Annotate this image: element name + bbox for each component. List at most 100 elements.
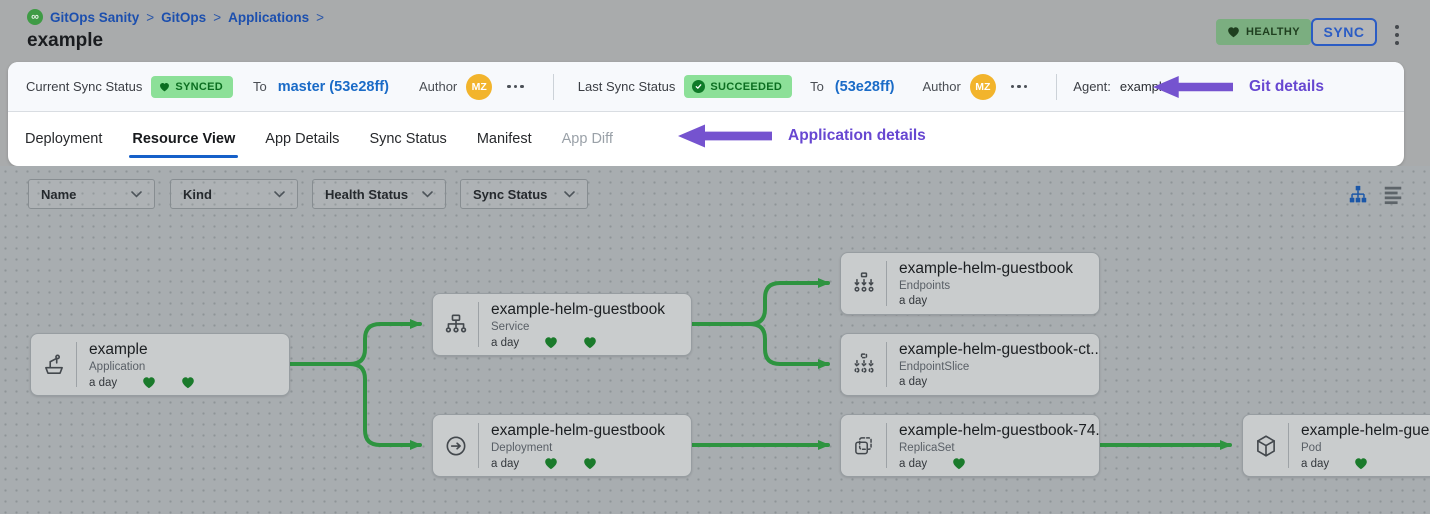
node-title: example [89, 341, 148, 358]
node-kind: Application [89, 361, 146, 373]
graph-node-pod[interactable]: example-helm-guest Pod a day [1242, 414, 1430, 477]
breadcrumb: ∞ GitOps Sanity > GitOps > Applications … [27, 9, 324, 25]
node-title: example-helm-guestbook [491, 422, 666, 439]
more-options-icon[interactable] [1393, 23, 1401, 47]
chevron-down-icon [274, 190, 285, 198]
divider [552, 73, 554, 100]
node-age: a day [491, 336, 520, 349]
health-heart-icon [1354, 457, 1368, 470]
app-tabs: Deployment Resource View App Details Syn… [8, 112, 1404, 165]
resource-tree-edges [288, 278, 1232, 450]
to-label: To [810, 79, 824, 94]
node-age: a day [899, 295, 928, 307]
filter-sync-status-dropdown[interactable]: Sync Status [460, 179, 588, 209]
service-icon [433, 294, 478, 355]
graph-node-endpointslice[interactable]: example-helm-guestbook-ct... EndpointSli… [840, 333, 1100, 396]
node-divider [1288, 423, 1289, 468]
synced-badge-label: SYNCED [175, 80, 223, 93]
tree-view-icon[interactable] [1347, 184, 1369, 206]
synced-badge: SYNCED [151, 75, 233, 98]
graph-node-replicaset[interactable]: example-helm-guestbook-74... ReplicaSet … [840, 414, 1100, 477]
git-details-annotation: Git details [1153, 74, 1324, 100]
node-divider [886, 342, 887, 387]
graph-node-deployment[interactable]: example-helm-guestbook Deployment a day [432, 414, 692, 477]
to-label: To [252, 79, 267, 94]
chevron-down-icon [131, 190, 142, 198]
node-divider [886, 261, 887, 306]
graph-node-service[interactable]: example-helm-guestbook Service a day [432, 293, 692, 356]
endpoints-icon [841, 253, 886, 314]
node-age: a day [1301, 457, 1330, 470]
tab-app-diff[interactable]: App Diff [561, 130, 613, 147]
node-divider [886, 423, 887, 468]
node-age: a day [899, 457, 928, 470]
sync-heart-icon [583, 457, 597, 470]
tab-resource-view[interactable]: Resource View [117, 112, 250, 165]
health-heart-icon [142, 376, 156, 389]
heart-icon [159, 82, 170, 92]
deployment-icon [433, 415, 478, 476]
author-avatar: MZ [969, 73, 996, 100]
agent-value: example [1119, 79, 1170, 94]
node-kind: Deployment [491, 442, 553, 454]
succeeded-badge-label: SUCCEEDED [710, 80, 783, 93]
graph-node-endpoints[interactable]: example-helm-guestbook Endpoints a day [840, 252, 1100, 315]
succeeded-badge: SUCCEEDED [684, 75, 793, 98]
breadcrumb-item-applications[interactable]: Applications [228, 9, 310, 25]
sync-button[interactable]: SYNC [1311, 18, 1377, 46]
node-kind: ReplicaSet [899, 442, 955, 454]
commit-more-icon[interactable] [1009, 81, 1030, 93]
tab-manifest[interactable]: Manifest [476, 130, 532, 147]
chevron-down-icon [422, 190, 433, 198]
node-kind: Endpoints [899, 280, 951, 292]
breadcrumb-item-gitops[interactable]: GitOps [161, 9, 207, 25]
filter-name-dropdown[interactable]: Name [28, 179, 155, 209]
gitops-logo-icon: ∞ [27, 9, 43, 25]
node-title: example-helm-guest [1301, 422, 1430, 439]
last-sync-status-label: Last Sync Status [577, 79, 676, 94]
left-arrow-icon [1153, 76, 1233, 98]
node-age: a day [89, 376, 118, 389]
breadcrumb-separator: > [213, 9, 222, 25]
page-title: example [27, 30, 104, 51]
filter-label: Name [41, 186, 77, 202]
health-status-badge: HEALTHY [1216, 19, 1311, 45]
pod-icon [1243, 415, 1288, 476]
commit-more-icon[interactable] [505, 81, 526, 93]
author-label: Author [922, 79, 961, 94]
node-divider [478, 302, 479, 347]
node-title: example-helm-guestbook-74... [899, 422, 1099, 439]
author-avatar: MZ [466, 73, 493, 100]
node-kind: Service [491, 321, 530, 333]
tab-sync-status[interactable]: Sync Status [369, 130, 447, 147]
node-kind: Pod [1301, 442, 1322, 454]
node-title: example-helm-guestbook [899, 260, 1074, 277]
node-body: example-helm-guestbook Service a day [479, 294, 665, 355]
health-heart-icon [544, 457, 558, 470]
breadcrumb-separator: > [146, 9, 155, 25]
filter-kind-dropdown[interactable]: Kind [170, 179, 298, 209]
node-kind: EndpointSlice [899, 361, 970, 373]
node-divider [478, 423, 479, 468]
last-commit-link[interactable]: (53e28ff) [834, 78, 895, 95]
check-circle-icon [692, 80, 706, 93]
tab-app-details[interactable]: App Details [265, 130, 340, 147]
breadcrumb-item-gitops-sanity[interactable]: GitOps Sanity [50, 9, 140, 25]
git-details-annotation-label: Git details [1249, 78, 1324, 95]
node-body: example-helm-guestbook Deployment a day [479, 415, 665, 476]
application-details-annotation-label: Application details [788, 127, 926, 144]
chevron-down-icon [564, 190, 575, 198]
list-view-icon[interactable] [1382, 184, 1404, 206]
sync-heart-icon [583, 336, 597, 349]
node-title: example-helm-guestbook [491, 301, 666, 318]
tab-deployment[interactable]: Deployment [25, 130, 103, 147]
filter-label: Kind [183, 186, 212, 202]
node-title: example-helm-guestbook-ct... [899, 341, 1099, 358]
filter-health-status-dropdown[interactable]: Health Status [312, 179, 446, 209]
agent-label: Agent: [1073, 79, 1111, 94]
current-commit-link[interactable]: master (53e28ff) [277, 78, 389, 95]
graph-node-application[interactable]: example Application a day [30, 333, 290, 396]
node-body: example Application a day [77, 334, 195, 395]
filter-label: Sync Status [473, 186, 548, 202]
